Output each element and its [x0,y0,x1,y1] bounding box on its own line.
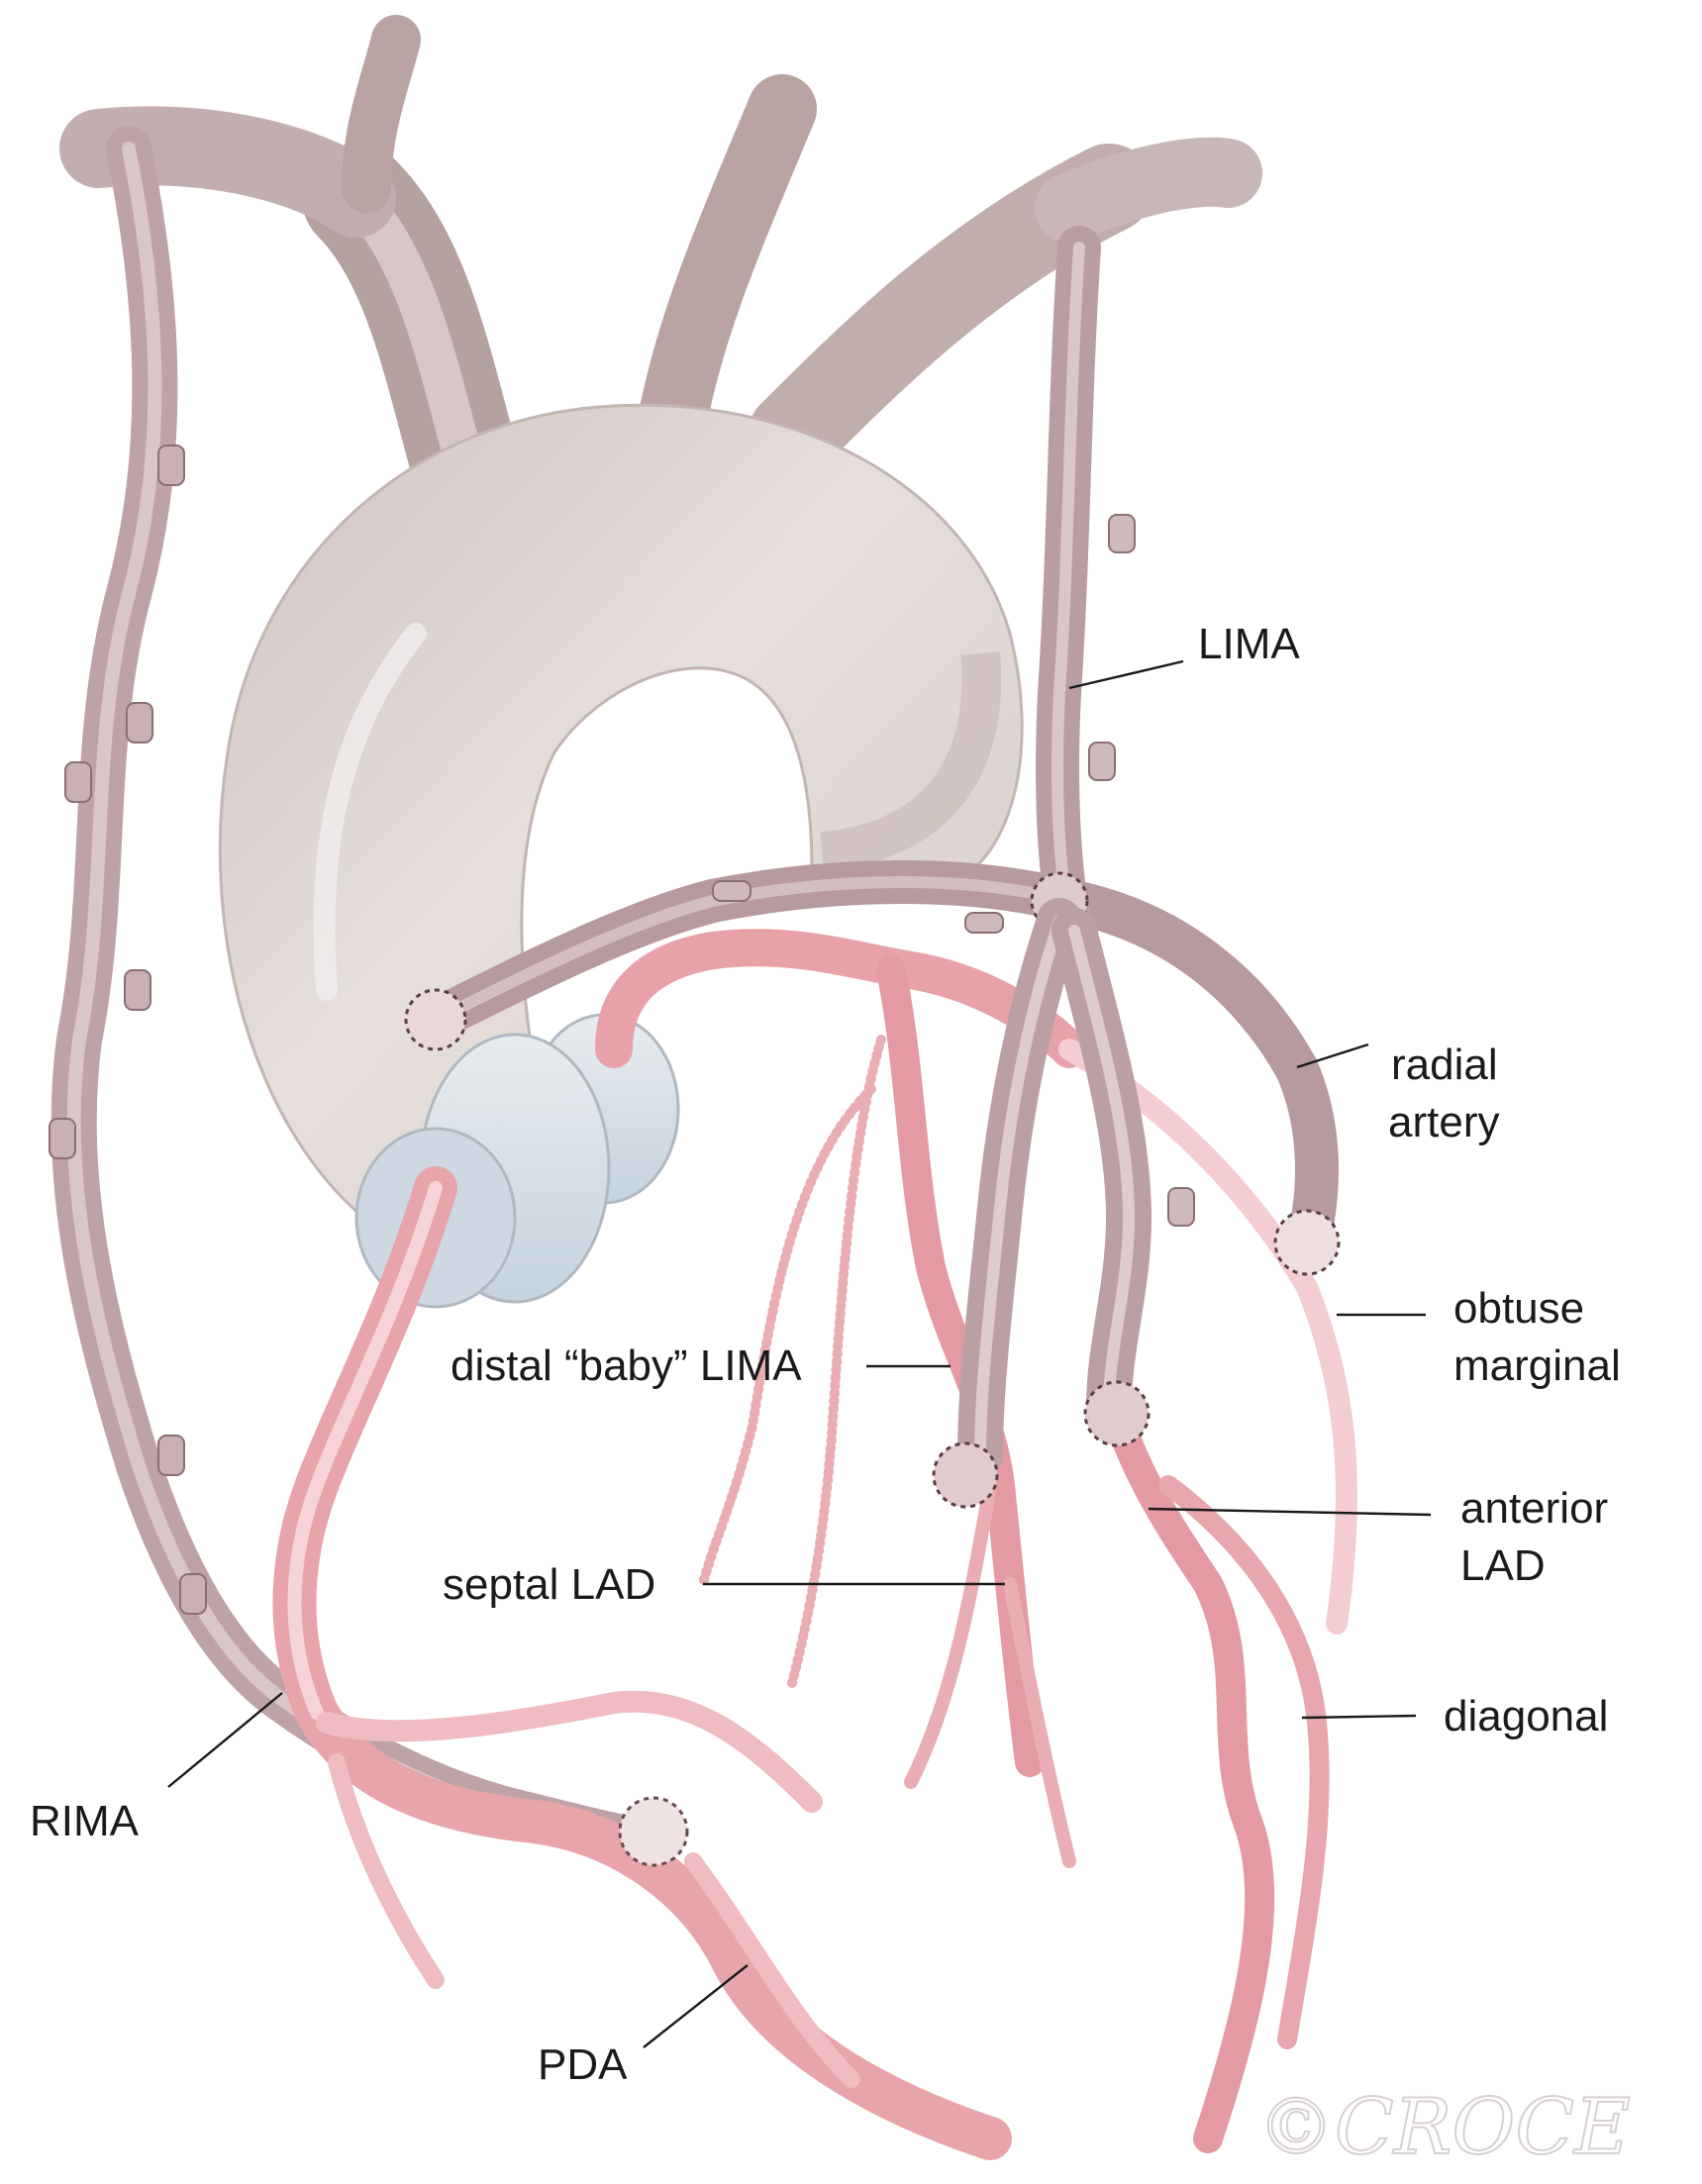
label-distal-baby-lima: distal “baby” LIMA [451,1341,802,1390]
left-subclavian-branch [1035,137,1262,243]
baby-lima-highlight [974,915,1065,1461]
rima-vessel-highlight [66,142,522,1819]
radial-clip [712,880,751,902]
radial-aorta-anastomosis [404,988,467,1051]
great-vessels [59,15,1262,520]
septal-branch [1003,1577,1076,1868]
pda-branch [684,1852,860,2088]
leader-line-radial [1296,1042,1369,1069]
right-coronary-highlight [287,1181,443,1720]
leader-line-anterior [1148,1507,1432,1517]
right-coronary-artery [272,1166,1012,2160]
leader-lines [167,659,1432,2048]
aorta-highlight [313,623,427,1001]
label-radial-artery-line1: radial [1391,1041,1498,1089]
leader-line-pda [643,1964,749,2048]
label-rima: RIMA [30,1797,140,1845]
artist-signature: ©CROCE [1257,2083,1631,2172]
left-main-coronary [595,929,1088,1068]
rima-clip [126,702,153,744]
rima-clip [179,1573,207,1615]
lima-clip [1167,1187,1195,1227]
left-carotid [639,74,817,450]
lima-graft [932,226,1195,1509]
diagonal-artery [1158,1475,1330,2049]
label-radial-artery-line2: artery [1388,1098,1499,1146]
radial-om-anastomosis [1273,1209,1341,1276]
leader-line-rima [167,1692,283,1788]
label-lima: LIMA [1198,620,1300,668]
baby-lima-septal-anastomosis [932,1441,999,1509]
lima-clip [1088,742,1116,781]
rima-clip [64,761,92,803]
aorta-shadow [820,651,1002,871]
lima-clip [1108,514,1136,553]
label-diagonal: diagonal [1444,1692,1608,1740]
right-coronary-system [272,1166,1012,2160]
lima-vessel-highlight [1051,242,1085,927]
label-anterior-lad-line1: anterior [1460,1484,1608,1533]
label-septal-lad: septal LAD [443,1560,655,1609]
right-carotid [342,15,421,213]
label-obtuse-marginal-line1: obtuse [1453,1284,1584,1333]
rima-clip [157,445,185,486]
radial-artery-highlight [430,876,1075,1026]
label-pda: PDA [538,2040,628,2089]
lima-anterior-highlight [1068,925,1136,1412]
rima-clip [49,1118,76,1159]
anterior-lad-artery [1094,1371,1275,2153]
obtuse-marginal-artery [1058,1039,1357,1635]
rca-branch [316,1690,823,1813]
rima-pda-anastomosis [618,1796,689,1867]
leader-line-diagonal [1301,1714,1417,1720]
radial-clip [964,912,1004,934]
lima-anterior-lad-anastomosis [1083,1380,1151,1447]
rca-branch [328,1753,445,1989]
label-anterior-lad-line2: LAD [1460,1541,1546,1590]
label-obtuse-marginal-line2: marginal [1453,1341,1621,1390]
rima-clip [124,969,151,1011]
septal-branch [787,1035,886,1688]
septal-branch [698,1084,876,1589]
rima-clip [157,1435,185,1476]
leader-line-lima [1068,659,1184,690]
septal-branch [904,1478,997,1789]
labels: LIMA radial artery obtuse marginal dista… [30,620,1621,2089]
